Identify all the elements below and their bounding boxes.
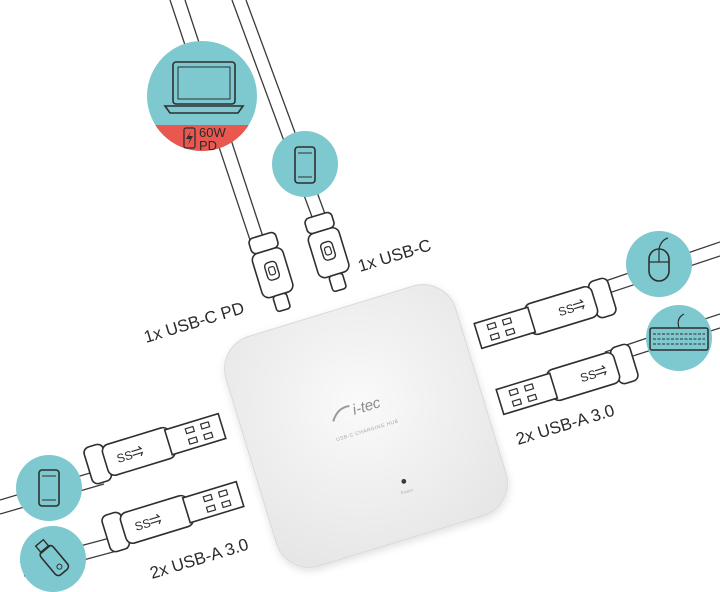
usb-a-plug-left-1: SS <box>81 407 229 486</box>
keyboard-icon <box>649 313 709 351</box>
label-usb-a-right: 2x USB-A 3.0 <box>514 401 617 449</box>
smartphone-icon <box>38 469 60 507</box>
usb-flash-drive-icon <box>34 538 70 577</box>
keyboard-circle <box>646 305 712 371</box>
mouse-circle <box>626 231 692 297</box>
usb3-logo: SS <box>557 301 576 319</box>
phone-circle-left <box>16 455 82 521</box>
usb3-logo: SS <box>115 448 134 466</box>
power-led-label: Power <box>400 487 414 496</box>
power-led <box>401 478 407 484</box>
badge-60w: 60W <box>199 125 226 140</box>
brand-logo-icon <box>332 404 350 422</box>
usb-a-plug-left-2: SS <box>99 475 247 554</box>
laptop-icon <box>163 61 245 114</box>
flash-drive-circle <box>20 526 86 592</box>
phone-circle-top <box>272 131 338 197</box>
usb-c-hub <box>224 284 508 568</box>
usb-a-plug-right-1: SS <box>471 276 619 355</box>
lightning-icon <box>183 127 196 149</box>
usb3-logo: SS <box>579 367 598 385</box>
label-usb-c: 1x USB-C <box>356 236 434 276</box>
badge-pd: PD <box>199 138 217 153</box>
laptop-circle: 60W PD <box>147 41 257 153</box>
label-usb-c-pd: 1x USB-C PD <box>142 298 247 347</box>
usb-c-plug <box>301 209 357 296</box>
mouse-icon <box>648 237 670 282</box>
usb-c-plug-pd <box>245 229 301 316</box>
label-usb-a-left: 2x USB-A 3.0 <box>148 535 251 583</box>
smartphone-icon <box>294 146 316 184</box>
usb3-logo: SS <box>133 516 152 534</box>
usb-a-plug-right-2: SS <box>493 342 641 421</box>
